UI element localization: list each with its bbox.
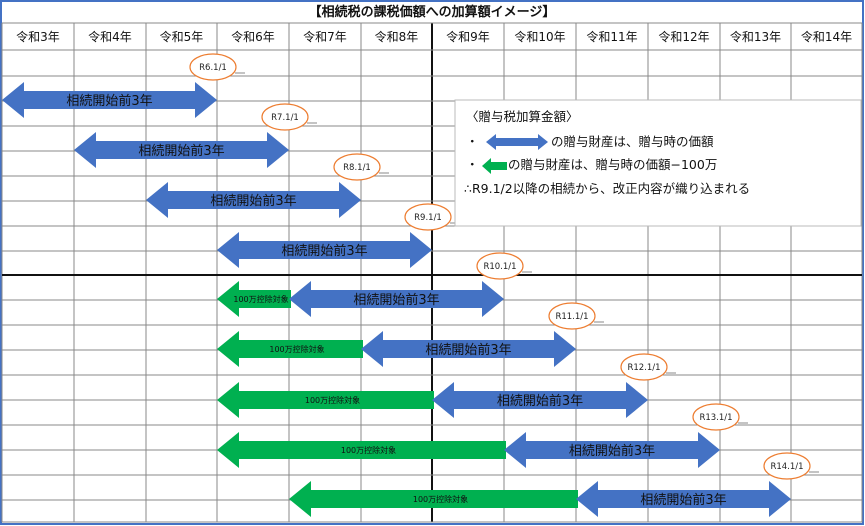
legend-blue-arrow-icon [486,134,548,150]
green-arrow [217,432,506,468]
blue-arrow-label: 相続開始前3年 [281,243,367,259]
legend-line-blue: の贈与財産は、贈与時の価額 [551,134,714,149]
legend-conclusion: ∴R9.1/2以降の相続から、改正内容が織り込まれる [464,181,750,196]
blue-arrow-label: 相続開始前3年 [138,143,224,159]
blue-double-arrow [2,82,217,118]
legend-box: 〈贈与税加算金額〉・の贈与財産は、贈与時の価額・の贈与財産は、贈与時の価額−10… [454,99,862,227]
date-marker [404,203,452,231]
legend-frame [454,99,862,227]
date-label: R8.1/1 [343,163,371,173]
year-header: 令和12年 [658,29,709,44]
blue-double-arrow [74,132,289,168]
date-label: R13.1/1 [699,413,732,423]
date-label: R9.1/1 [414,213,442,223]
legend-bullet: ・ [466,134,479,149]
date-marker [620,353,668,381]
green-arrow-label: 100万控除対象 [305,395,360,405]
date-label: R6.1/1 [199,63,227,73]
year-header: 令和11年 [586,29,637,44]
date-label: R10.1/1 [483,262,516,272]
green-arrow-label: 100万控除対象 [341,445,396,455]
blue-double-arrow [289,281,504,317]
blue-arrow-label: 相続開始前3年 [425,342,511,358]
date-label: R12.1/1 [627,363,660,373]
year-header: 令和6年 [231,29,275,44]
date-marker [763,452,811,480]
year-header-row: 令和3年 令和4年 令和5年 令和6年 令和7年 令和8年 令和9年 令和10年 令和11年 令和… [16,29,852,44]
arrow-layer: 相続開始前3年相続開始前3年相続開始前3年相続開始前3年100万控除対象相続開始… [2,82,791,517]
date-marker-layer: R6.1/1R7.1/1R8.1/1R9.1/1R10.1/1R11.1/1R1… [189,53,819,480]
blue-arrow-label: 相続開始前3年 [66,93,152,109]
blue-double-arrow [361,331,576,367]
legend-green-arrow-icon [482,158,507,174]
date-label: R14.1/1 [770,462,803,472]
green-arrow-label: 100万控除対象 [233,294,288,304]
year-header: 令和14年 [801,29,852,44]
year-header: 令和8年 [375,29,419,44]
date-label: R7.1/1 [271,113,299,123]
blue-double-arrow [217,232,432,268]
blue-arrow-label: 相続開始前3年 [497,393,583,409]
blue-arrow-label: 相続開始前3年 [569,443,655,459]
date-marker [333,153,381,181]
date-marker [548,302,596,330]
blue-double-arrow [432,382,648,418]
legend-heading: 〈贈与税加算金額〉 [466,109,579,124]
date-marker [261,103,309,131]
legend-line-green: の贈与財産は、贈与時の価額−100万 [508,157,717,172]
green-arrow [217,281,291,317]
green-arrow [217,331,363,367]
green-arrow [289,481,578,517]
year-header: 令和3年 [16,29,60,44]
year-header: 令和9年 [446,29,490,44]
date-marker [692,403,740,431]
date-marker [189,53,237,81]
legend-bullet: ・ [466,157,479,172]
blue-arrow-label: 相続開始前3年 [353,292,439,308]
year-header: 令和10年 [514,29,565,44]
blue-arrow-label: 相続開始前3年 [210,193,296,209]
blue-arrow-label: 相続開始前3年 [640,492,726,508]
year-header: 令和4年 [88,29,132,44]
green-arrow-label: 100万控除対象 [413,494,468,504]
date-label: R11.1/1 [555,312,588,322]
date-marker [476,252,524,280]
diagram-title: 【相続税の課税価額への加算額イメージ】 [309,4,556,20]
year-header: 令和7年 [303,29,347,44]
blue-double-arrow [504,432,720,468]
year-header: 令和13年 [730,29,781,44]
green-arrow-label: 100万控除対象 [269,344,324,354]
blue-double-arrow [576,481,791,517]
green-arrow [217,382,434,418]
year-header: 令和5年 [160,29,204,44]
blue-double-arrow [146,182,361,218]
